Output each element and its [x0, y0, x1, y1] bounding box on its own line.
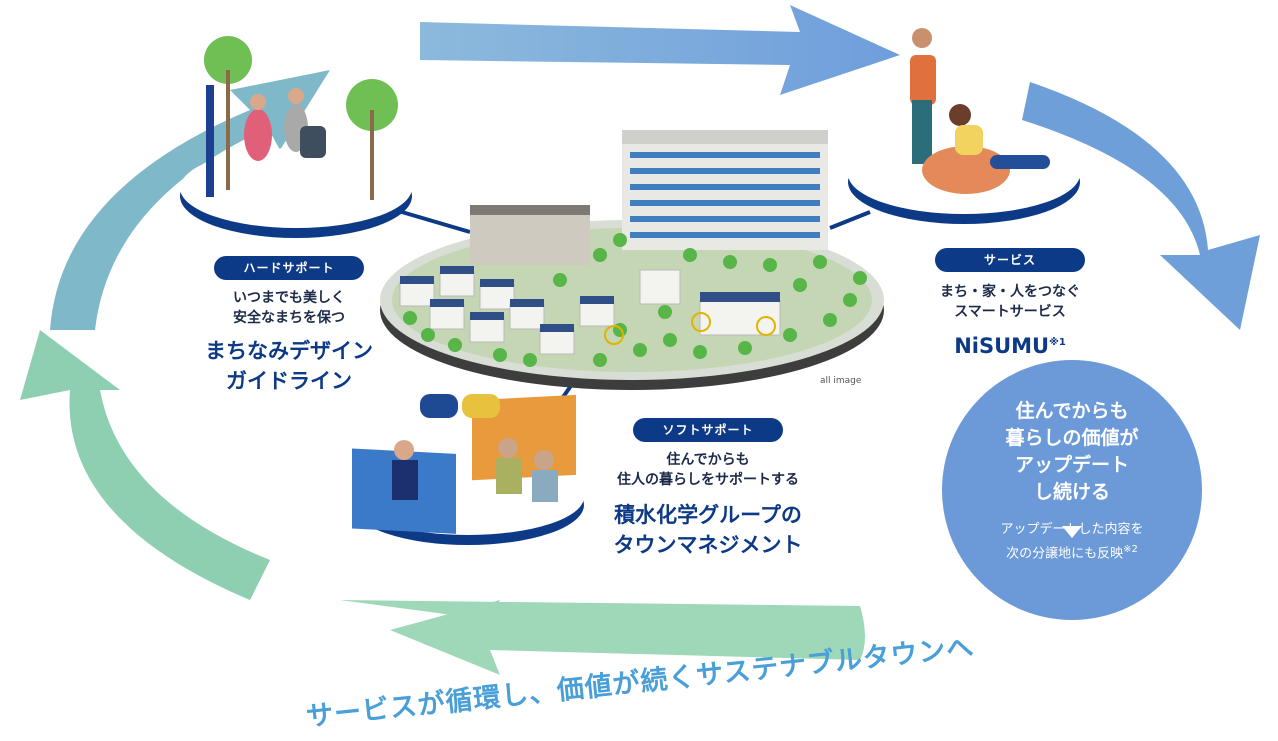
soft-support-title-line-2: タウンマネジメント	[613, 533, 803, 557]
soft-support-subtitle: 住んでからも 住人の暮らしをサポートする	[578, 450, 838, 490]
soft-support-pill: ソフトサポート	[633, 418, 783, 442]
bubble-main-line-4: し続ける	[1033, 481, 1110, 503]
bubble-main-line-3: アップデート	[1014, 454, 1129, 476]
update-bubble	[942, 360, 1202, 620]
soft-support-title-line-1: 積水化学グループの	[614, 503, 802, 527]
hard-support-sub-line-1: いつまでも美しく	[233, 290, 345, 306]
service-title: NiSUMU※1	[900, 328, 1120, 361]
hard-support-scene	[180, 36, 412, 238]
hard-support-title-line-1: まちなみデザイン	[205, 339, 373, 363]
service-note-mark: ※1	[1049, 337, 1066, 348]
arrow-left	[20, 330, 270, 600]
service-pill: サービス	[935, 248, 1085, 272]
bubble-main-text: 住んでからも 暮らしの価値が アップデート し続ける	[942, 398, 1202, 506]
hard-support-title: まちなみデザイン ガイドライン	[169, 336, 409, 396]
hard-support-subtitle: いつまでも美しく 安全なまちを保つ	[189, 288, 389, 328]
hard-support-pill: ハードサポート	[214, 256, 364, 280]
soft-support-scene	[352, 394, 584, 545]
hard-support-title-line-2: ガイドライン	[226, 369, 352, 393]
update-bubble-text: 住んでからも 暮らしの価値が アップデート し続ける アップデートした内容を 次…	[942, 398, 1202, 564]
bubble-sub-line-1: アップデートした内容を	[1000, 522, 1144, 537]
service-subtitle: まち・家・人をつなぐ スマートサービス	[900, 282, 1120, 322]
bubble-sub-line-2: 次の分譲地にも反映	[1006, 546, 1124, 562]
bubble-main-line-2: 暮らしの価値が	[1005, 427, 1139, 449]
soft-support-sub-line-2: 住人の暮らしをサポートする	[617, 472, 799, 488]
arrow-right	[1022, 82, 1260, 330]
soft-support-sub-line-1: 住んでからも	[666, 452, 750, 468]
image-note: all image	[820, 376, 862, 386]
service-sub-line-1: まち・家・人をつなぐ	[940, 284, 1080, 300]
town-illustration	[380, 130, 884, 390]
arrow-bottom	[340, 600, 865, 675]
bubble-sub-text: アップデートした内容を 次の分譲地にも反映※2	[942, 520, 1202, 564]
service-scene	[848, 28, 1080, 224]
service-title-text: NiSUMU	[954, 334, 1050, 358]
service-sub-line-2: スマートサービス	[954, 304, 1066, 320]
bubble-main-line-1: 住んでからも	[1015, 400, 1129, 422]
bubble-sub-mark: ※2	[1123, 544, 1138, 555]
soft-support-title: 積水化学グループの タウンマネジメント	[578, 500, 838, 560]
hard-support-sub-line-2: 安全なまちを保つ	[233, 310, 345, 326]
arrow-top	[420, 5, 900, 95]
